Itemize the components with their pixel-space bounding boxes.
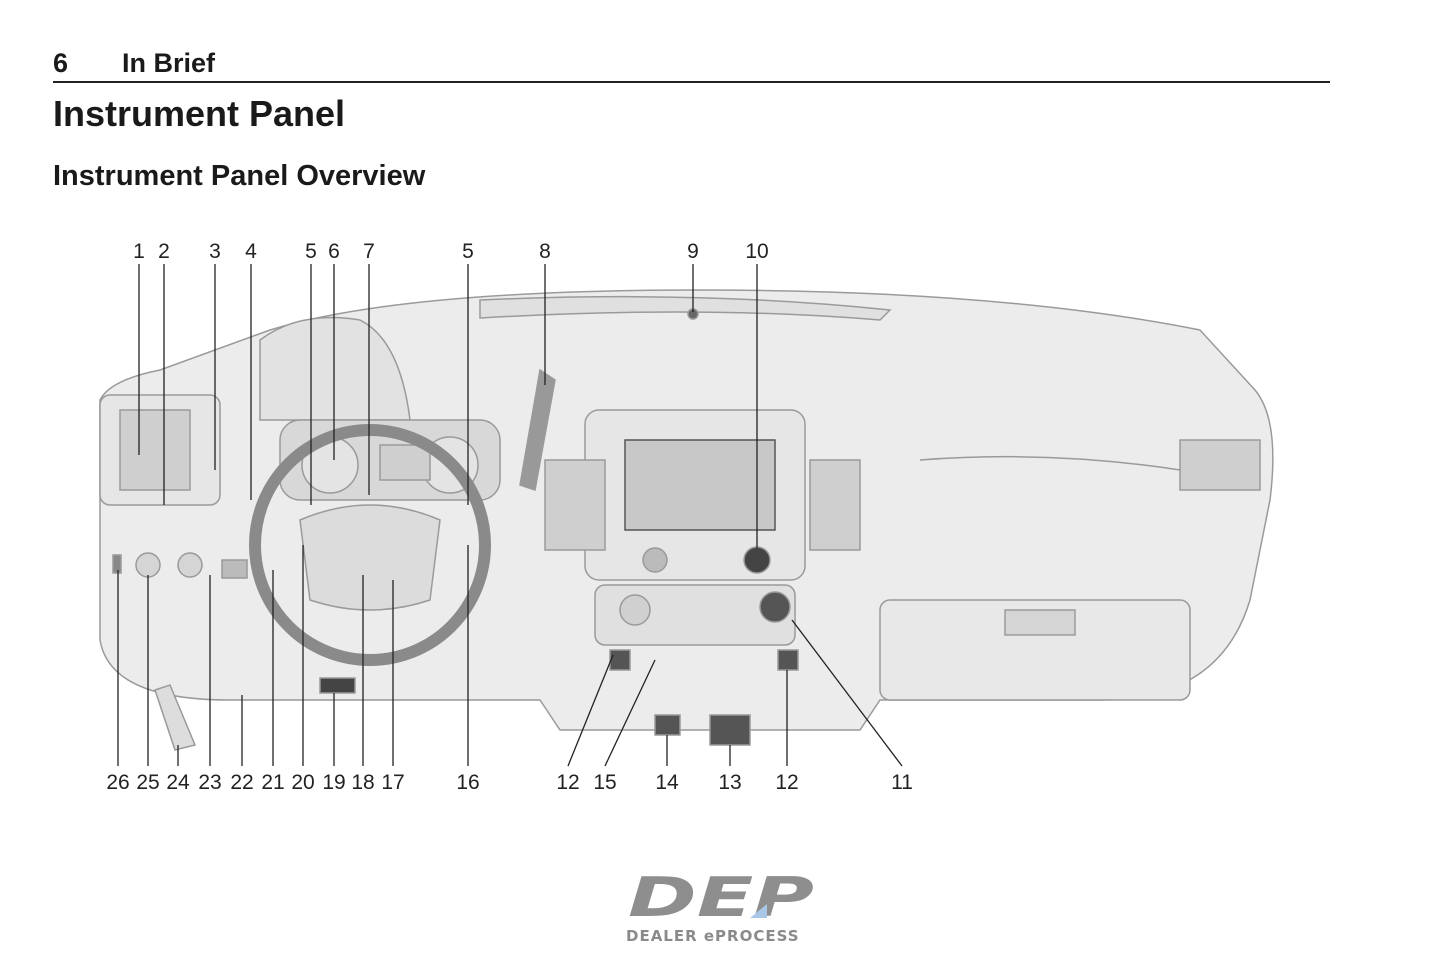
top-callout-1: 1 (133, 240, 145, 263)
dep-logo-mark: DEP (628, 866, 814, 922)
top-callout-8: 8 (539, 240, 551, 263)
header-rule (53, 81, 1330, 83)
page-number: 6 (53, 48, 69, 78)
leader-lines (117, 264, 903, 767)
top-callout-5: 5 (305, 240, 317, 263)
section-title: In Brief (122, 48, 216, 78)
leader-line (791, 619, 903, 767)
bottom-callout-21: 21 (261, 771, 284, 794)
dashboard-illustration (99, 289, 1274, 751)
leader-line (567, 654, 614, 767)
page-title: Instrument Panel (53, 93, 346, 134)
bottom-callout-15: 15 (593, 771, 616, 794)
bottom-callout-20: 20 (291, 771, 314, 794)
bottom-callout-18: 18 (351, 771, 374, 794)
bottom-callout-17: 17 (381, 771, 404, 794)
bottom-callout-16: 16 (456, 771, 479, 794)
bottom-callout-13: 13 (718, 771, 741, 794)
leader-line (604, 659, 656, 767)
top-callout-10: 10 (745, 240, 768, 263)
top-callout-9: 9 (687, 240, 699, 263)
bottom-callout-12: 12 (775, 771, 798, 794)
top-callout-2: 2 (158, 240, 170, 263)
bottom-callout-24: 24 (166, 771, 190, 794)
bottom-callout-12: 12 (556, 771, 579, 794)
bottom-callout-11: 11 (891, 771, 913, 794)
page-subtitle: Instrument Panel Overview (53, 160, 426, 192)
bottom-callout-23: 23 (198, 771, 221, 794)
top-callout-6: 6 (328, 240, 340, 263)
top-callout-7: 7 (363, 240, 375, 263)
bottom-callout-22: 22 (230, 771, 253, 794)
logo-accent (750, 904, 767, 918)
bottom-callout-26: 26 (106, 771, 129, 794)
dep-logo: DEP (628, 866, 814, 922)
bottom-callout-19: 19 (322, 771, 345, 794)
top-callout-5: 5 (462, 240, 474, 263)
bottom-callout-25: 25 (136, 771, 159, 794)
bottom-callout-14: 14 (655, 771, 679, 794)
top-callout-3: 3 (209, 240, 221, 263)
top-callout-4: 4 (245, 240, 257, 263)
logo-subtext: DEALER ePROCESS (626, 927, 800, 945)
